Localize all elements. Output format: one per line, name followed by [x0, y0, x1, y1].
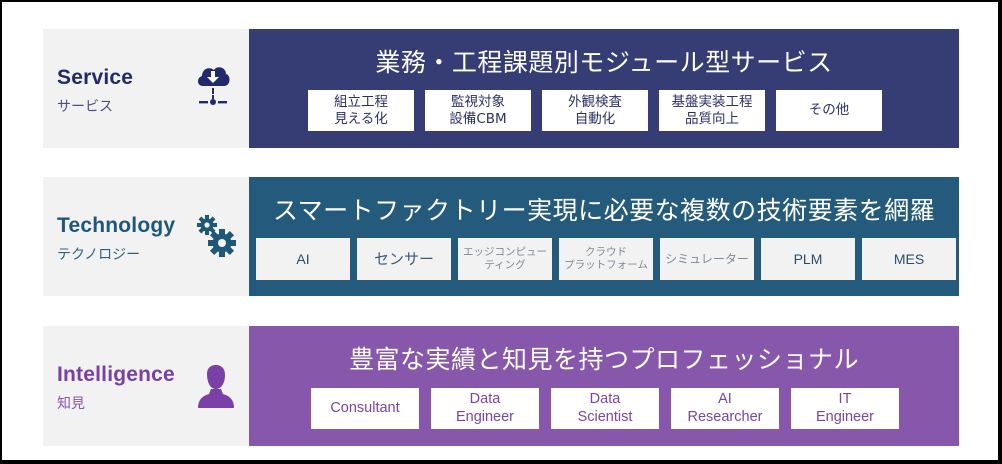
intelligence-label-area: Intelligence 知見: [43, 326, 249, 446]
technology-item-label: AI: [296, 250, 310, 267]
service-item-label: 外観検査 自動化: [568, 94, 622, 127]
intelligence-items: Consultant Data Engineer Data Scientist …: [311, 388, 899, 429]
intelligence-item: Data Engineer: [431, 388, 539, 429]
person-icon: [196, 364, 236, 414]
technology-item: PLM: [761, 238, 855, 280]
intelligence-item-label: AI Researcher: [687, 391, 763, 425]
service-items: 組立工程 見える化 監視対象 設備CBM 外観検査 自動化 基盤実装工程 品質向…: [308, 90, 882, 131]
technology-item: AI: [256, 238, 350, 280]
technology-items: AI センサー エッジコンピュー ティング クラウド プラットフォーム シミュレ…: [256, 238, 956, 280]
service-item-label: その他: [808, 102, 850, 119]
technology-item-label: PLM: [793, 250, 823, 267]
service-item: 基盤実装工程 品質向上: [659, 90, 765, 131]
service-item: 組立工程 見える化: [308, 90, 414, 131]
service-title: Service: [57, 66, 134, 89]
intelligence-item: Data Scientist: [551, 388, 659, 429]
technology-item: センサー: [357, 238, 451, 280]
cloud-download-network-icon: [194, 62, 232, 116]
technology-item: クラウド プラットフォーム: [559, 238, 653, 280]
service-item-label: 監視対象 設備CBM: [449, 94, 507, 127]
technology-item-label: MES: [893, 250, 925, 267]
intelligence-item-label: Data Engineer: [455, 391, 515, 425]
intelligence-item: Consultant: [311, 388, 419, 429]
technology-label-area: Technology テクノロジー: [43, 177, 249, 296]
technology-subtitle: テクノロジー: [57, 247, 141, 263]
service-headline: 業務・工程課題別モジュール型サービス: [375, 48, 833, 77]
intelligence-item-label: Consultant: [330, 399, 400, 416]
technology-item-label: クラウド プラットフォーム: [564, 246, 648, 271]
intelligence-item: AI Researcher: [671, 388, 779, 429]
intelligence-item: IT Engineer: [791, 388, 899, 429]
technology-item-label: シミュレーター: [665, 251, 749, 266]
technology-panel: スマートファクトリー実現に必要な複数の技術要素を網羅 AI センサー エッジコン…: [249, 177, 959, 296]
service-item: 監視対象 設備CBM: [425, 90, 531, 131]
service-item-label: 組立工程 見える化: [334, 94, 388, 127]
technology-item: MES: [862, 238, 956, 280]
service-item-label: 基盤実装工程 品質向上: [671, 94, 753, 127]
technology-item: エッジコンピュー ティング: [458, 238, 552, 280]
service-item: その他: [776, 90, 882, 131]
intelligence-item-label: IT Engineer: [815, 391, 875, 425]
intelligence-title: Intelligence: [57, 363, 175, 386]
gears-icon: [195, 213, 237, 263]
technology-item-label: センサー: [373, 250, 434, 268]
technology-item-label: エッジコンピュー ティング: [463, 246, 547, 271]
intelligence-headline: 豊富な実績と知見を持つプロフェッショナル: [348, 345, 859, 374]
intelligence-subtitle: 知見: [57, 396, 85, 412]
technology-title: Technology: [57, 214, 176, 237]
service-panel: 業務・工程課題別モジュール型サービス 組立工程 見える化 監視対象 設備CBM …: [249, 29, 959, 148]
technology-layer: Technology テクノロジー: [43, 177, 959, 296]
intelligence-layer: Intelligence 知見 豊富な実績と知見を持つプロフェッショナル Con…: [43, 326, 959, 446]
technology-item: シミュレーター: [660, 238, 754, 280]
service-subtitle: サービス: [57, 99, 113, 115]
service-layer: Service サービス 業務・工程課題別モジュール型サービス 組立工程 見える…: [43, 29, 959, 148]
intelligence-panel: 豊富な実績と知見を持つプロフェッショナル Consultant Data Eng…: [249, 326, 959, 446]
service-item: 外観検査 自動化: [542, 90, 648, 131]
intelligence-item-label: Data Scientist: [577, 391, 633, 425]
technology-headline: スマートファクトリー実現に必要な複数の技術要素を網羅: [272, 196, 936, 225]
service-label-area: Service サービス: [43, 29, 249, 148]
